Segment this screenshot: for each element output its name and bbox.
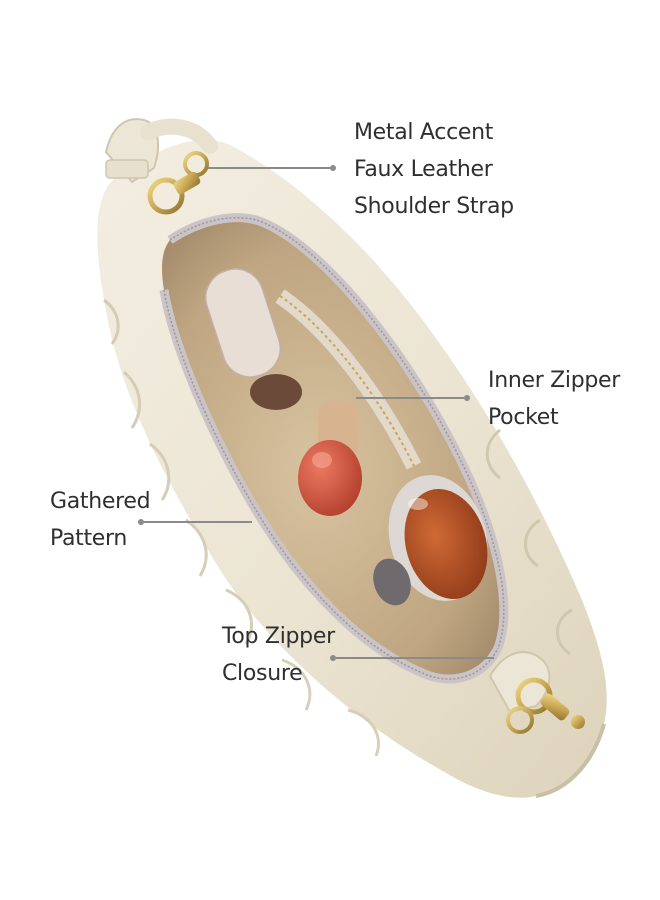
strap-top [104, 118, 218, 215]
leader-inner-pocket-dot [464, 395, 470, 401]
callout-inner-pocket-line-1: Inner Zipper [488, 368, 621, 393]
jar-lid [373, 558, 411, 606]
callout-top-zipper: Top Zipper Closure [222, 618, 335, 692]
lip-tube [204, 268, 302, 410]
callout-top-zipper-line-1: Top Zipper [222, 624, 335, 649]
leader-top-zipper-dot [330, 655, 336, 661]
leader-metal-strap-dot [330, 165, 336, 171]
leader-lines [138, 165, 494, 661]
callout-gathered-pattern: Gathered Pattern [50, 483, 151, 557]
callout-metal-strap-line-1: Metal Accent [354, 120, 494, 145]
strap-bottom [488, 651, 585, 734]
callout-inner-pocket: Inner Zipper Pocket [488, 362, 620, 436]
callout-metal-strap-line-2: Faux Leather [354, 157, 493, 182]
callout-gathered-line-2: Pattern [50, 526, 128, 551]
callout-metal-strap: Metal Accent Faux Leather Shoulder Strap [354, 114, 514, 225]
compact [388, 475, 488, 601]
bag-contents [204, 268, 488, 606]
callout-metal-strap-line-3: Shoulder Strap [354, 194, 514, 219]
leader-gathered-dot [138, 519, 144, 525]
bottle [298, 402, 362, 516]
callout-top-zipper-line-2: Closure [222, 661, 303, 686]
callout-gathered-line-1: Gathered [50, 489, 151, 514]
callout-inner-pocket-line-2: Pocket [488, 405, 559, 430]
